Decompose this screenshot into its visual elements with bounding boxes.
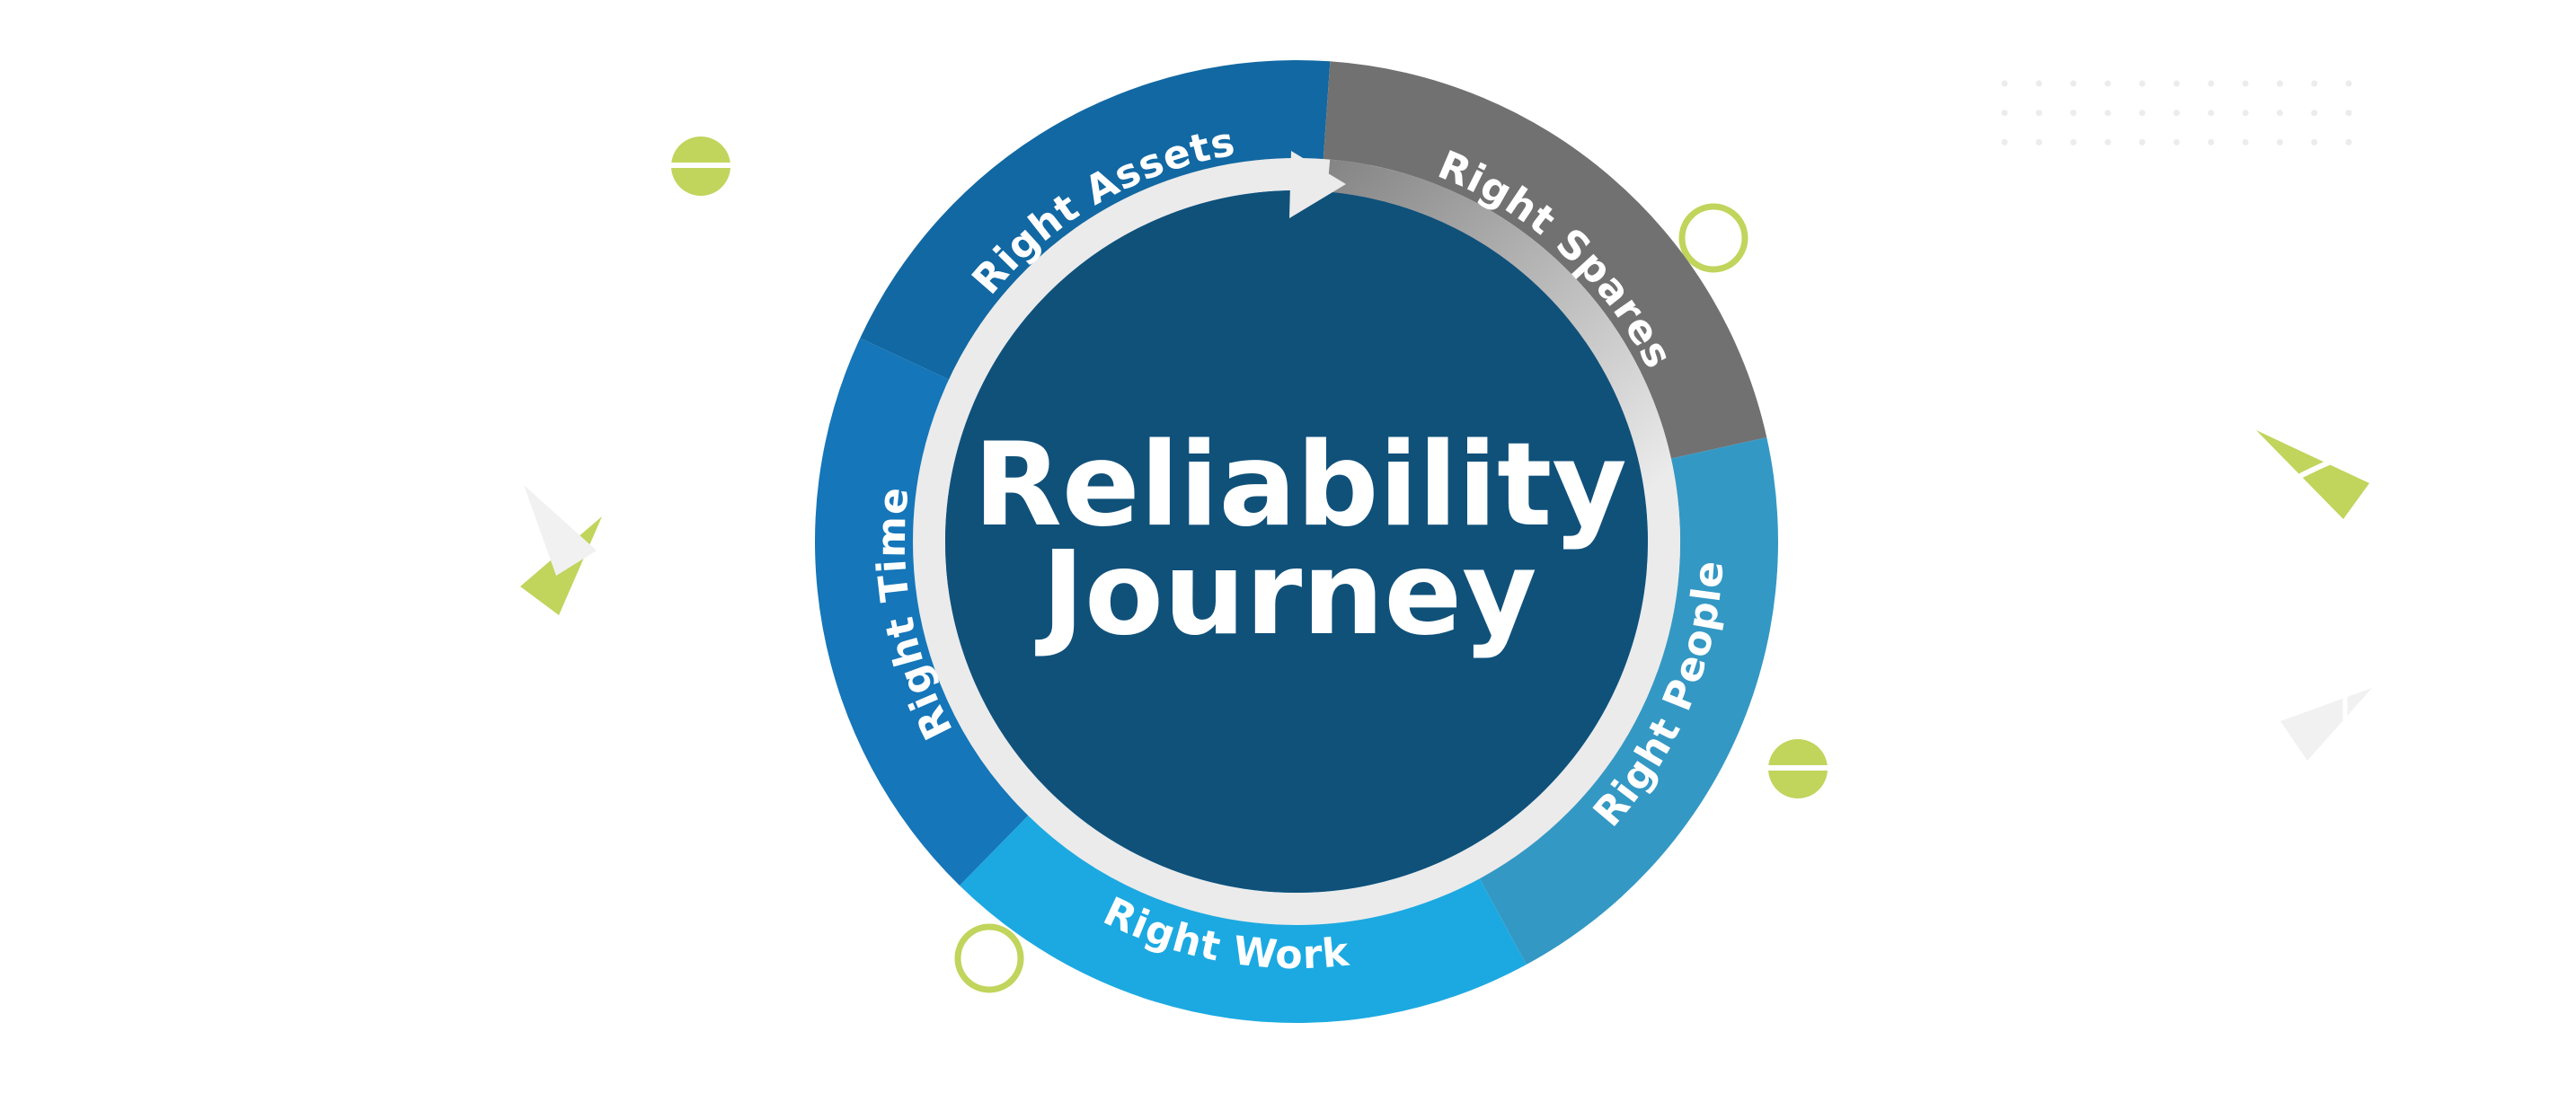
- triangle-icon: [524, 485, 597, 576]
- pill-circle-icon: [668, 137, 733, 196]
- center-circle: [945, 190, 1648, 893]
- grid-dot: [2001, 80, 2008, 87]
- triangle-icon: [2256, 430, 2369, 519]
- grid-dot: [2276, 110, 2283, 117]
- grid-dot: [2001, 138, 2008, 145]
- title-line-1: Reliability: [973, 419, 1626, 552]
- grid-dot: [2242, 110, 2249, 117]
- ring-circle-icon: [954, 923, 1024, 993]
- grid-dot: [2138, 138, 2146, 145]
- grid-dot: [2173, 138, 2180, 145]
- grid-dot: [2070, 80, 2077, 87]
- pill-circle-icon: [1766, 739, 1830, 798]
- grid-dot: [2104, 110, 2111, 117]
- grid-dot: [2345, 80, 2352, 87]
- grid-dot: [2035, 80, 2042, 87]
- grid-dot: [2311, 110, 2318, 117]
- clockwise-arrow-icon: [1289, 151, 1346, 218]
- grid-dot: [2104, 80, 2111, 87]
- grid-dot: [2138, 80, 2146, 87]
- grid-dot: [2173, 110, 2180, 117]
- title-line-2: Journey: [1034, 527, 1536, 661]
- grid-dot: [2242, 138, 2249, 145]
- grid-dot: [2345, 110, 2352, 117]
- grid-dot: [2104, 138, 2111, 145]
- grid-dot: [2311, 80, 2318, 87]
- grid-dot: [2208, 110, 2215, 117]
- grid-dot: [2311, 138, 2318, 145]
- grid-dot: [2208, 80, 2215, 87]
- grid-dot: [2208, 138, 2215, 145]
- grid-dot: [2242, 80, 2249, 87]
- grid-dot: [2001, 110, 2008, 117]
- triangle-icon: [2280, 688, 2372, 761]
- dot-grid-decoration: [2001, 80, 2352, 145]
- grid-dot: [2070, 138, 2077, 145]
- grid-dot: [2276, 138, 2283, 145]
- grid-dot: [2138, 110, 2146, 117]
- grid-dot: [2070, 110, 2077, 117]
- grid-dot: [2345, 138, 2352, 145]
- grid-dot: [2173, 80, 2180, 87]
- ring-circle-icon: [1678, 203, 1748, 273]
- grid-dot: [2035, 138, 2042, 145]
- decorations: [520, 137, 2372, 993]
- grid-dot: [2276, 80, 2283, 87]
- grid-dot: [2035, 110, 2042, 117]
